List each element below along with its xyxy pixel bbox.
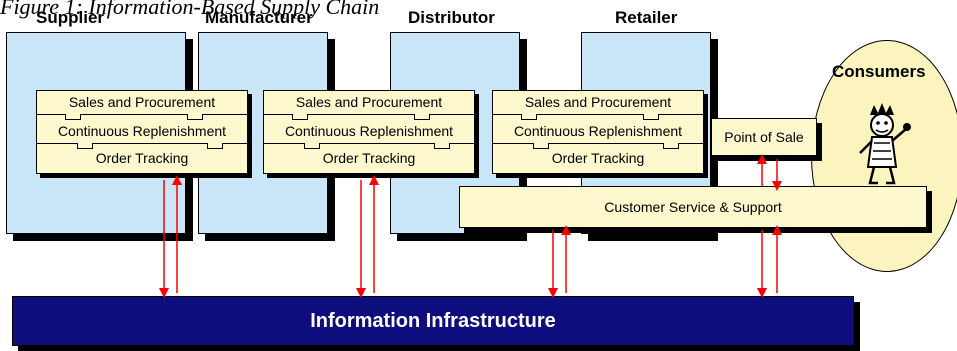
connector-notch: [521, 114, 537, 120]
connector-notch: [414, 114, 430, 120]
connector-notch: [187, 114, 203, 120]
continuous-replenishment-row: Continuous Replenishment: [57, 123, 227, 139]
manufacturer-label: Manufacturer: [205, 8, 313, 27]
consumer-figure-icon: [859, 103, 911, 185]
order-tracking-row: Order Tracking: [322, 150, 416, 166]
information-infrastructure-bar: Information Infrastructure: [12, 296, 854, 346]
continuous-replenishment-row: Continuous Replenishment: [284, 123, 454, 139]
distributor-process-group: Sales and Procurement Continuous Repleni…: [492, 90, 704, 174]
connector-notch: [533, 143, 549, 149]
order-tracking-row: Order Tracking: [95, 150, 189, 166]
connector-notch: [304, 143, 320, 149]
supplier-label: Supplier: [36, 8, 105, 27]
connector-notch: [434, 143, 450, 149]
retailer-label: Retailer: [615, 8, 678, 27]
row-divider: [264, 143, 474, 144]
row-divider: [493, 114, 703, 115]
order-tracking-row: Order Tracking: [551, 150, 645, 166]
connector-notch: [77, 143, 93, 149]
continuous-replenishment-row: Continuous Replenishment: [513, 123, 683, 139]
connector-notch: [643, 114, 659, 120]
sales-procurement-row: Sales and Procurement: [68, 94, 216, 110]
connector-notch: [292, 114, 308, 120]
supplier-process-group: Sales and Procurement Continuous Repleni…: [36, 90, 248, 174]
row-divider: [37, 143, 247, 144]
row-divider: [493, 143, 703, 144]
figure-caption: Figure 1: Information-Based Supply Chain: [0, 0, 380, 19]
consumers-label: Consumers: [832, 62, 926, 81]
manufacturer-process-group: Sales and Procurement Continuous Repleni…: [263, 90, 475, 174]
sales-procurement-row: Sales and Procurement: [295, 94, 443, 110]
customer-service-bar: Customer Service & Support: [459, 186, 927, 228]
connector-notch: [663, 143, 679, 149]
row-divider: [264, 114, 474, 115]
row-divider: [37, 114, 247, 115]
connector-notch: [65, 114, 81, 120]
point-of-sale-box: Point of Sale: [711, 118, 817, 156]
distributor-label: Distributor: [408, 8, 495, 27]
connector-notch: [207, 143, 223, 149]
sales-procurement-row: Sales and Procurement: [524, 94, 672, 110]
